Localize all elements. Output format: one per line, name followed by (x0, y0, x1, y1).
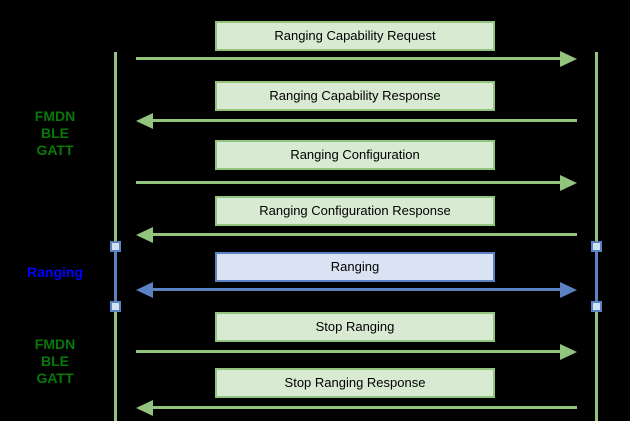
message-label: Ranging (330, 259, 380, 274)
message-box: Stop Ranging (215, 312, 495, 342)
arrow-line (136, 350, 564, 353)
message-label: Stop Ranging Response (284, 375, 426, 390)
message-arrow (136, 282, 577, 298)
message-label: Ranging Configuration (290, 147, 420, 162)
lifeline-right-green-top (595, 52, 598, 242)
lifeline-right-blue-segment (595, 247, 598, 307)
message-box: Ranging Configuration Response (215, 196, 495, 226)
arrowhead-left-icon (136, 400, 153, 416)
message-label: Stop Ranging (315, 319, 395, 334)
side-label-line: Ranging (27, 264, 83, 280)
message-box: Ranging Configuration (215, 140, 495, 170)
message-arrow (136, 227, 577, 243)
side-label-line: GATT (36, 142, 74, 158)
arrow-line (149, 119, 577, 122)
arrowhead-right-icon (560, 51, 577, 67)
side-label-line: FMDN (34, 336, 76, 352)
message-label: Ranging Capability Response (269, 88, 441, 103)
arrow-line (136, 57, 564, 60)
lifeline-right-green-bottom (595, 307, 598, 421)
lifeline-left-green-top (114, 52, 117, 242)
message-arrow (136, 344, 577, 360)
activation-node-left-upper (110, 241, 121, 252)
arrow-line (149, 233, 577, 236)
message-box: Ranging Capability Response (215, 81, 495, 111)
arrowhead-left-icon (136, 113, 153, 129)
activation-node-left-lower (110, 301, 121, 312)
arrow-line (136, 181, 564, 184)
message-label: Ranging Capability Request (274, 28, 436, 43)
arrowhead-right-icon (560, 175, 577, 191)
message-box: Stop Ranging Response (215, 368, 495, 398)
arrowhead-right-icon (560, 282, 577, 298)
activation-node-right-lower (591, 301, 602, 312)
message-arrow (136, 175, 577, 191)
arrow-line (149, 288, 564, 291)
arrowhead-right-icon (560, 344, 577, 360)
lifeline-left-green-bottom (114, 307, 117, 421)
side-label-ranging: Ranging (0, 264, 110, 281)
message-box: Ranging Capability Request (215, 21, 495, 51)
lifeline-left-blue-segment (114, 247, 117, 307)
arrow-line (149, 406, 577, 409)
message-arrow (136, 113, 577, 129)
message-arrow (136, 51, 577, 67)
message-arrow (136, 400, 577, 416)
side-label-line: GATT (36, 370, 74, 386)
arrowhead-left-icon (136, 227, 153, 243)
side-label-line: FMDN (34, 108, 76, 124)
arrowhead-left-icon (136, 282, 153, 298)
message-label: Ranging Configuration Response (259, 203, 451, 218)
side-label-line: BLE (41, 125, 69, 141)
side-label-line: BLE (41, 353, 69, 369)
activation-node-right-upper (591, 241, 602, 252)
message-box: Ranging (215, 252, 495, 282)
